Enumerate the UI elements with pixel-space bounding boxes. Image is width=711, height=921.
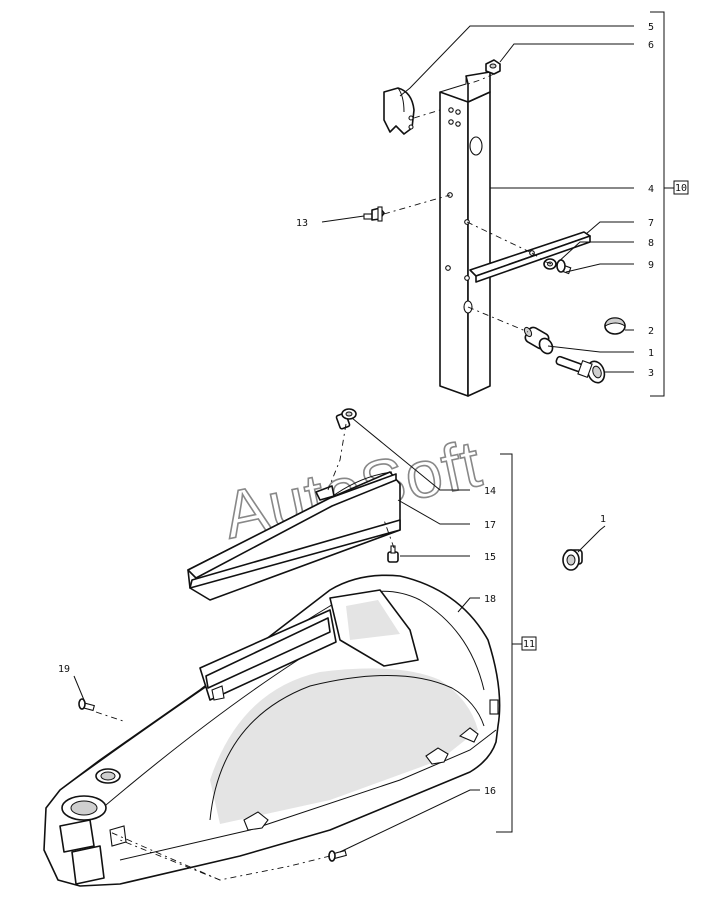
callout-13: 13: [296, 218, 308, 229]
bolt-part-13: [363, 206, 385, 222]
support-post-part-4: [439, 71, 491, 397]
latch-part-15: [387, 545, 399, 563]
callout-19: 19: [58, 664, 70, 675]
clip-part-5: [383, 87, 415, 135]
callout-17: 17: [484, 520, 496, 531]
callout-5: 5: [648, 22, 654, 33]
callout-4: 4: [648, 184, 654, 195]
callout-2: 2: [648, 326, 654, 337]
callout-18: 18: [484, 594, 496, 605]
screw-part-16: [328, 849, 347, 862]
callout-9: 9: [648, 260, 654, 271]
callout-6: 6: [648, 40, 654, 51]
callout-15: 15: [484, 552, 496, 563]
knob-part-1-loose: [562, 549, 583, 571]
ref-box-11: [521, 636, 537, 651]
ref-box-10-label: 10: [675, 183, 687, 194]
ref-box-11-label: 11: [523, 639, 535, 650]
screw-part-19: [78, 698, 95, 712]
arm-part-7: [469, 231, 591, 283]
fitting-part-3: [555, 355, 606, 384]
callout-1-upper: 1: [648, 348, 654, 359]
callout-3: 3: [648, 368, 654, 379]
nut-part-6: [485, 59, 501, 75]
knob-part-1: [523, 326, 554, 355]
callout-7: 7: [648, 218, 654, 229]
ref-box-10: [673, 180, 689, 195]
fender-body-part-18: [43, 574, 501, 887]
cover-lid-part-17: [187, 471, 401, 601]
callout-16: 16: [484, 786, 496, 797]
washer-part-8: [543, 258, 557, 270]
callout-8: 8: [648, 238, 654, 249]
callout-1-lower: 1: [600, 514, 606, 525]
callout-14: 14: [484, 486, 496, 497]
cap-part-2: [604, 317, 626, 335]
